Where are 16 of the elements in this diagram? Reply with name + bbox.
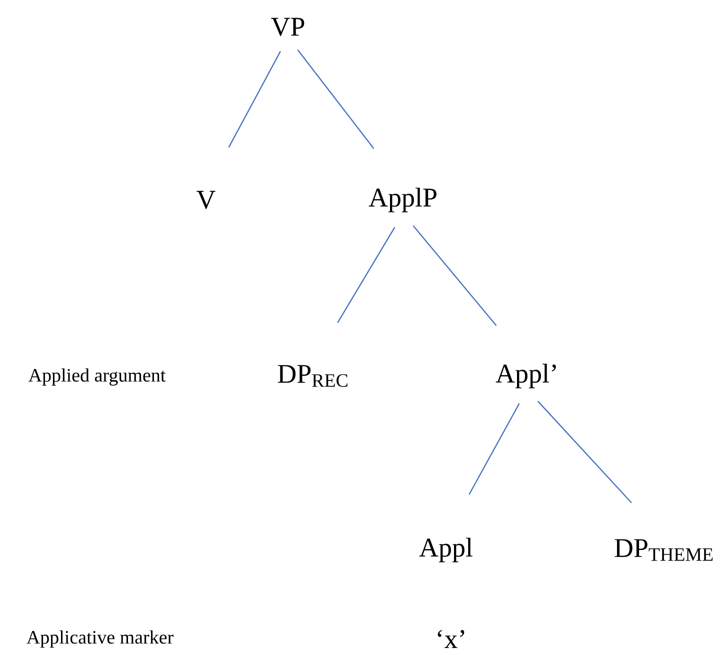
tree-branch bbox=[297, 50, 374, 149]
tree-branch bbox=[412, 225, 497, 326]
tree-branch bbox=[228, 51, 281, 148]
tree-label: VP bbox=[271, 18, 304, 36]
tree-label: Appl’ bbox=[496, 364, 556, 388]
side-label: Applied argument bbox=[28, 368, 166, 386]
tree-label: V bbox=[196, 190, 216, 210]
tree-label: DP$_{REC}$ bbox=[278, 365, 348, 387]
side-label: Applicative marker bbox=[26, 630, 174, 648]
gloss-text: ‘x’ bbox=[438, 630, 464, 648]
tree-branch bbox=[337, 226, 396, 323]
tree-branch bbox=[468, 403, 520, 495]
tree-branch bbox=[537, 400, 632, 504]
tree-label: Appl bbox=[419, 538, 472, 562]
tree-label: ApplP bbox=[368, 188, 436, 212]
tree-label: DP$_{THEME}$ bbox=[614, 539, 713, 561]
